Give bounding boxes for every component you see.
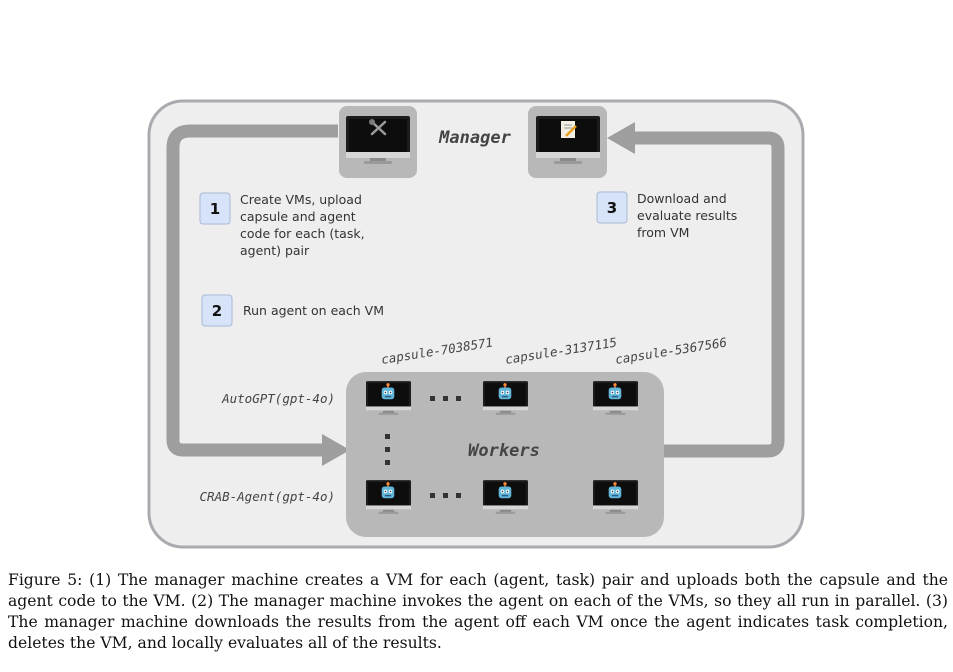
step-1-text: Create VMs, upload capsule and agent cod…	[240, 192, 369, 258]
step-3-number: 3	[607, 199, 617, 217]
step-3-text: Download and evaluate results from VM	[637, 191, 741, 240]
flow-arrow-left	[166, 124, 338, 457]
document-edit-monitor-icon	[528, 106, 607, 178]
robot-monitor-icon	[483, 480, 528, 514]
flow-arrow-right-head	[607, 122, 635, 154]
robot-monitor-icon	[593, 381, 638, 415]
agent-label-1: AutoGPT(gpt-4o)	[221, 391, 335, 406]
ellipsis-horizontal-top	[430, 396, 461, 401]
ellipsis-vertical	[385, 434, 390, 465]
step-2: 2 Run agent on each VM	[201, 294, 384, 327]
flow-arrow-right	[628, 131, 785, 458]
figure-caption: Figure 5: (1) The manager machine create…	[8, 571, 948, 652]
ellipsis-horizontal-bottom	[430, 493, 461, 498]
step-1: 1 Create VMs, upload capsule and agent c…	[199, 192, 369, 258]
step-2-text: Run agent on each VM	[243, 303, 384, 318]
architecture-diagram: Manager 1 Create VMs, upload capsule and…	[147, 99, 805, 549]
robot-monitor-icon	[366, 381, 411, 415]
manager-title: Manager	[438, 128, 511, 148]
agent-label-2: CRAB-Agent(gpt-4o)	[200, 489, 335, 504]
step-2-number: 2	[212, 302, 222, 320]
flow-arrow-left-head	[322, 434, 350, 466]
tools-monitor-icon	[339, 106, 417, 178]
workers-panel	[346, 372, 664, 537]
robot-monitor-icon	[593, 480, 638, 514]
step-1-number: 1	[210, 200, 220, 218]
step-3: 3 Download and evaluate results from VM	[596, 191, 741, 240]
robot-monitor-icon	[483, 381, 528, 415]
workers-title: Workers	[468, 441, 540, 461]
robot-monitor-icon	[366, 480, 411, 514]
